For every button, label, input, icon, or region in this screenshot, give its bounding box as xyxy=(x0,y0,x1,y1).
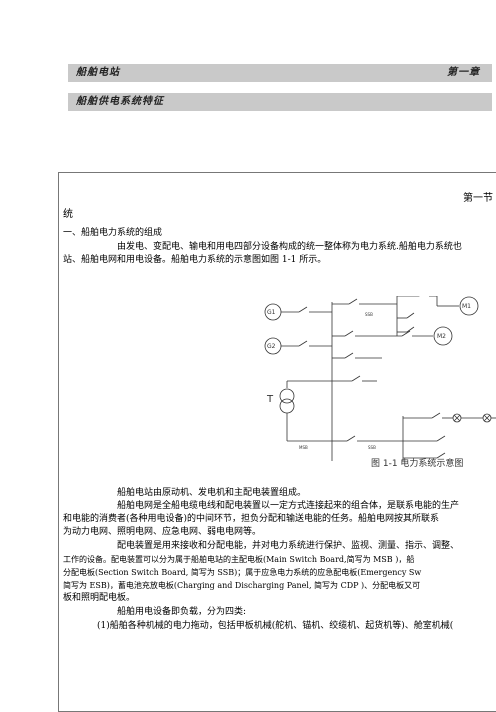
header-bar: 船舶电站 第一章 xyxy=(68,64,492,82)
book-title: 船舶电站 xyxy=(76,67,120,78)
label-t: T xyxy=(266,394,274,405)
paragraph-1-line-2: 站、船舶电网和用电设备。船舶电力系统的示意图如图 1-1 所示。 xyxy=(63,255,327,265)
lamp-1-symbol xyxy=(452,413,462,423)
power-system-diagram: G1 G2 M1 M2 T SSB MSB SSB xyxy=(264,296,496,461)
section-title: 船舶供电系统特征 xyxy=(76,96,164,107)
corner-title: 第一节 xyxy=(463,193,493,204)
content-box: 第一节 统 一、船舶电力系统的组成 由发电、变配电、输电和用电四部分设备构成的统… xyxy=(58,172,496,712)
motor-m1-symbol xyxy=(459,296,479,316)
figure-caption: 图 1-1 电力系统示意图 xyxy=(371,459,464,469)
label-m1: M1 xyxy=(462,303,471,310)
paragraph-4-line-2: 工作的设备。配电装置可以分为属于船舶电站的主配电板(Main Switch Bo… xyxy=(63,555,415,564)
paragraph-1-line-1: 由发电、变配电、输电和用电四部分设备构成的统一整体称为电力系统.船舶电力系统也 xyxy=(117,242,462,252)
paragraph-3-line-1: 船舶电网是全船电缆电线和配电装置以一定方式连接起来的组合体，是联系电能的生产 xyxy=(117,501,460,511)
label-ssb-top: SSB xyxy=(365,312,373,317)
paragraph-4-line-5: 板和照明配电板。 xyxy=(63,593,136,603)
paragraph-3-line-2: 和电能的消费者(各种用电设备)的中间环节，担负分配和输送电能的任务。船舶电网按其… xyxy=(63,514,440,524)
paragraph-6: (1)船舶各种机械的电力拖动，包括甲板机械(舵机、锚机、绞缆机、起货机等)、舱室… xyxy=(97,621,454,631)
corner-title-continued: 统 xyxy=(63,209,73,220)
transformer-primary-symbol xyxy=(279,388,295,404)
label-msb: MSB xyxy=(299,445,308,450)
motor-m2-symbol xyxy=(433,326,453,346)
section-bar: 船舶供电系统特征 xyxy=(68,93,492,111)
chapter-label: 第一章 xyxy=(447,67,480,78)
paragraph-2: 船舶电站由原动机、发电机和主配电装置组成。 xyxy=(117,488,307,498)
heading-1: 一、船舶电力系统的组成 xyxy=(63,228,163,238)
transformer-secondary-symbol xyxy=(279,398,295,414)
paragraph-5: 船舶用电设备即负载，分为四类: xyxy=(117,607,247,617)
label-g1: G1 xyxy=(267,309,276,316)
paragraph-4-line-1: 配电装置是用来接收和分配电能，并对电力系统进行保护、监视、测量、指示、调整、 xyxy=(117,541,460,551)
paragraph-4-line-3: 分配电板(Section Switch Board, 简写为 SSB)；属于应急… xyxy=(63,568,422,577)
label-m2: M2 xyxy=(437,333,446,340)
paragraph-3-line-3: 为动力电网、照明电网、应急电网、弱电电网等。 xyxy=(63,527,262,537)
label-g2: G2 xyxy=(267,343,276,350)
paragraph-4-line-4: 简写为 ESB)，蓄电池充放电板(Charging and Dischargin… xyxy=(63,581,421,590)
label-ssb-bottom: SSB xyxy=(368,445,376,450)
lamp-2-symbol xyxy=(482,413,492,423)
